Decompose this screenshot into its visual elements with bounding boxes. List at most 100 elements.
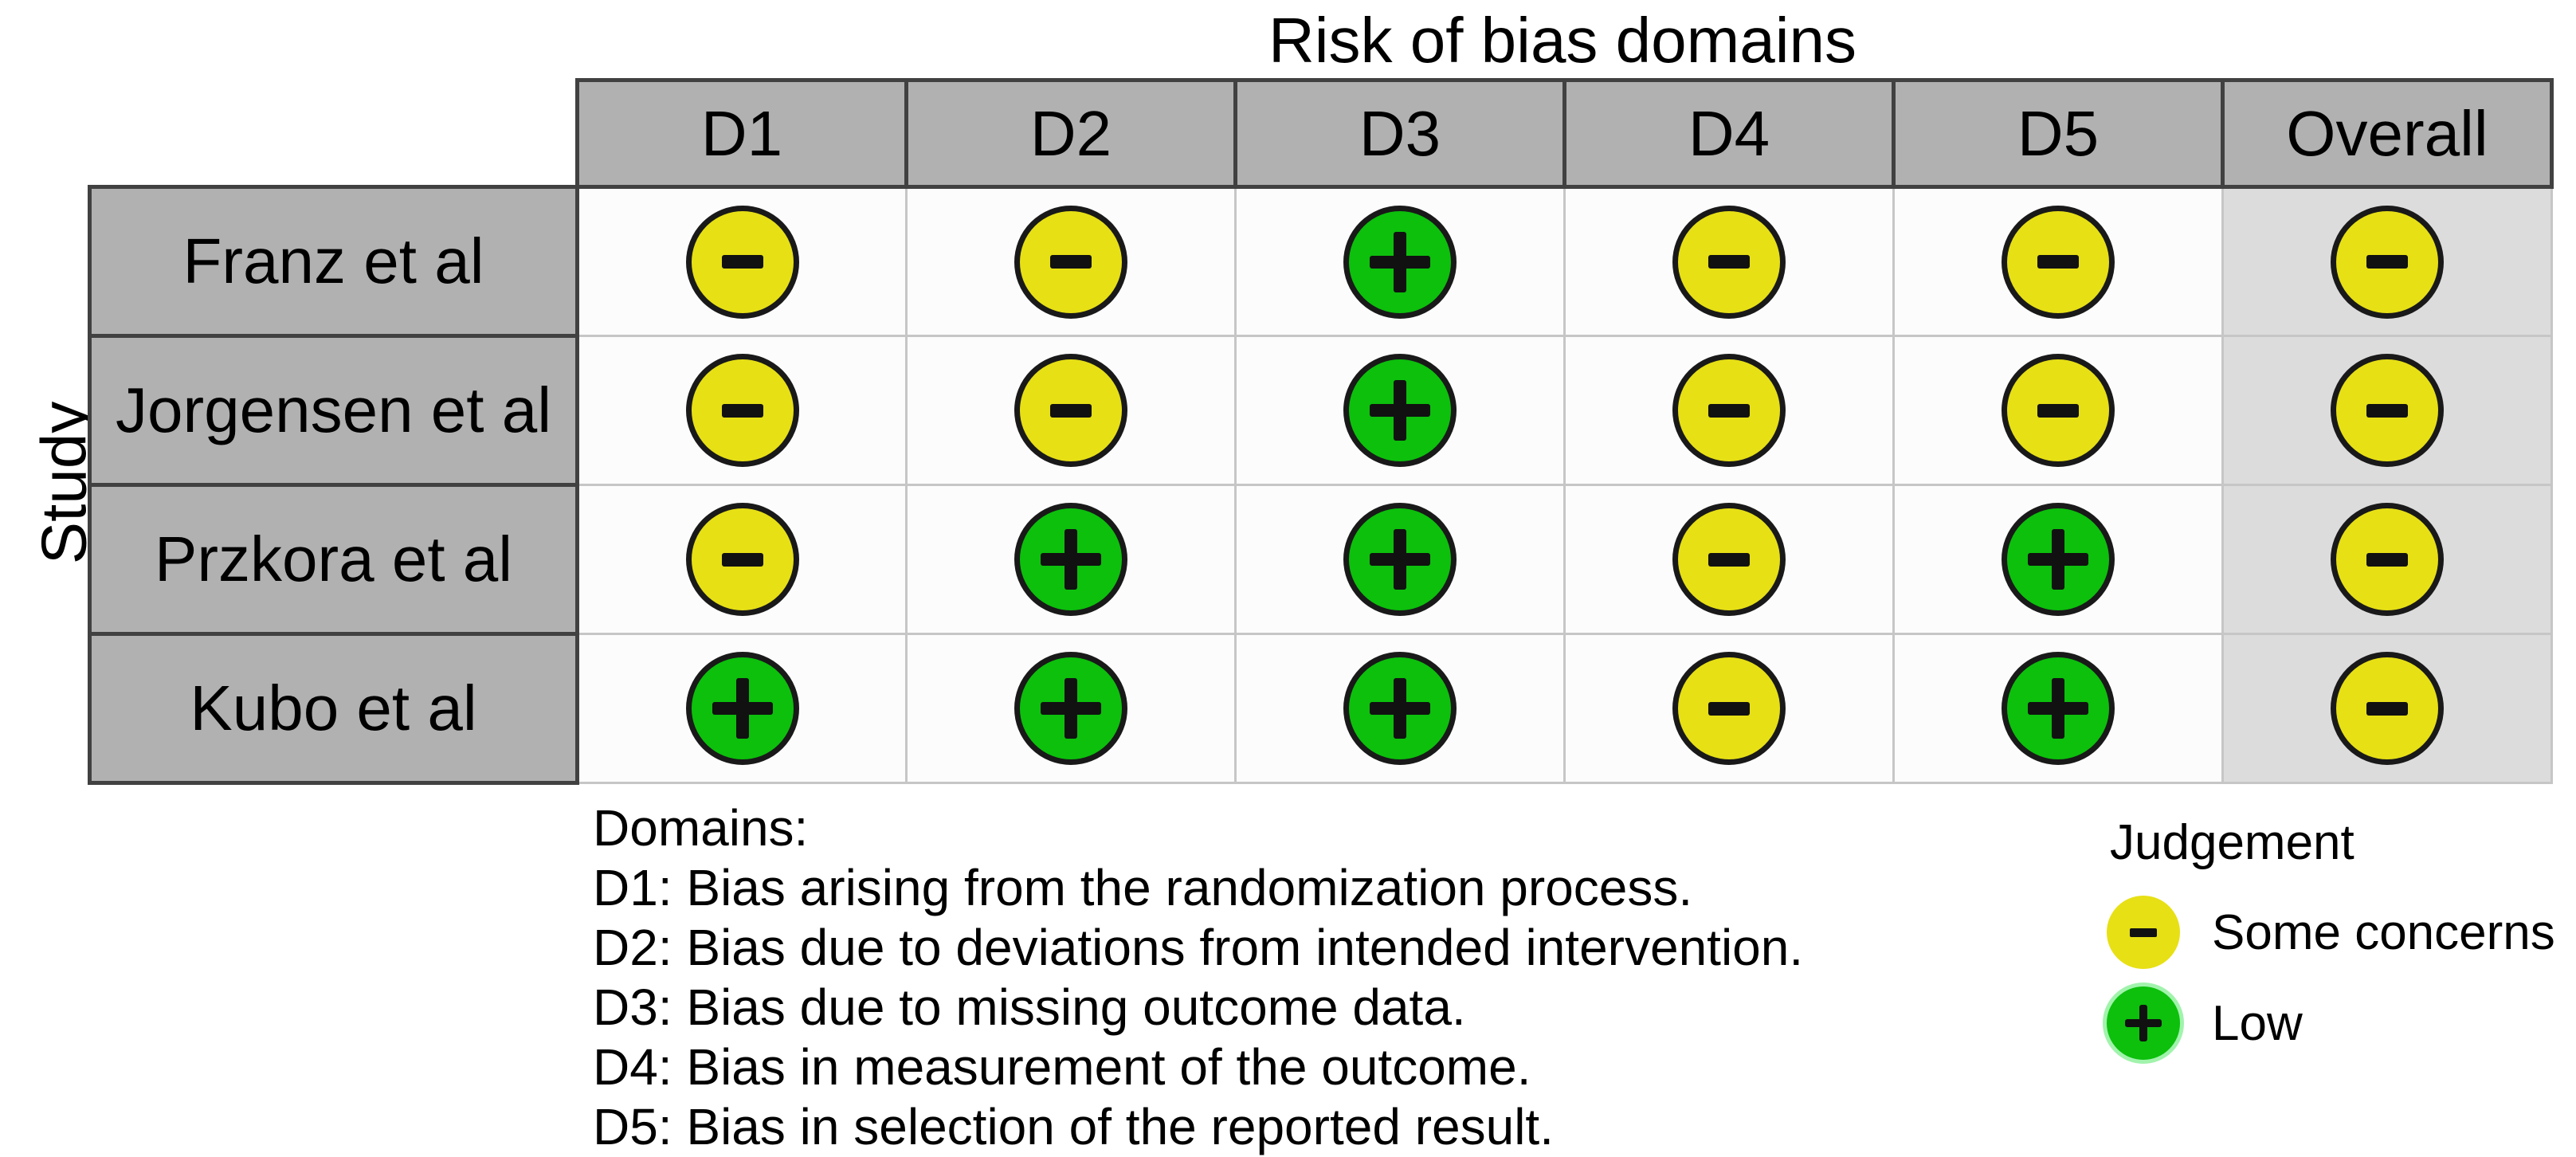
judgement-circle bbox=[2331, 503, 2444, 616]
table-header-row: D1 D2 D3 D4 D5 Overall bbox=[90, 78, 2554, 189]
judgement-legend: Judgement Some concerns Low bbox=[2107, 813, 2555, 1077]
judgement-symbol-icon bbox=[1708, 552, 1750, 567]
footnote-d2: D2: Bias due to deviations from intended… bbox=[593, 919, 1804, 976]
legend-label-some-concerns: Some concerns bbox=[2212, 904, 2555, 960]
judgement-symbol-icon bbox=[1708, 701, 1750, 716]
cell-przkora-d1 bbox=[576, 484, 908, 635]
judgement-circle bbox=[1014, 652, 1127, 765]
judgement-circle bbox=[685, 205, 799, 319]
judgement-circle bbox=[1672, 503, 1786, 616]
judgement-circle bbox=[2331, 652, 2444, 765]
footnote-d3: D3: Bias due to missing outcome data. bbox=[593, 979, 1466, 1036]
judgement-circle bbox=[1672, 652, 1786, 765]
judgement-symbol-icon bbox=[1050, 403, 1092, 418]
judgement-symbol-icon bbox=[1370, 529, 1430, 590]
row-label-kubo: Kubo et al bbox=[88, 632, 579, 785]
judgement-symbol-icon bbox=[1050, 255, 1092, 269]
judgement-circle bbox=[2331, 354, 2444, 467]
judgement-circle bbox=[685, 354, 799, 467]
legend-label-low: Low bbox=[2212, 995, 2303, 1051]
judgement-symbol-icon bbox=[2366, 255, 2408, 269]
cell-jorgensen-d4 bbox=[1563, 335, 1895, 486]
judgement-symbol-icon bbox=[1041, 678, 1101, 739]
table-row: Przkora et al bbox=[88, 483, 2553, 636]
judgement-symbol-icon bbox=[1370, 380, 1430, 441]
risk-of-bias-table: D1 D2 D3 D4 D5 Overall Franz et al bbox=[88, 78, 2554, 785]
judgement-circle bbox=[1343, 354, 1457, 467]
judgement-circle bbox=[2331, 205, 2444, 319]
judgement-symbol-icon bbox=[721, 552, 763, 567]
table-row: Kubo et al bbox=[88, 632, 2553, 785]
cell-kubo-d2 bbox=[905, 633, 1237, 784]
cell-franz-d4 bbox=[1563, 186, 1895, 337]
corner-blank-cell bbox=[90, 80, 578, 187]
cell-franz-d5 bbox=[1892, 186, 2224, 337]
cell-franz-overall bbox=[2221, 186, 2553, 337]
cell-przkora-d5 bbox=[1892, 484, 2224, 635]
cell-kubo-overall bbox=[2221, 633, 2553, 784]
footnotes-heading: Domains: bbox=[593, 799, 809, 857]
cell-kubo-d1 bbox=[576, 633, 908, 784]
cell-kubo-d4 bbox=[1563, 633, 1895, 784]
judgement-symbol-icon bbox=[2028, 678, 2088, 739]
cell-franz-d2 bbox=[905, 186, 1237, 337]
cell-jorgensen-d1 bbox=[576, 335, 908, 486]
row-label-jorgensen: Jorgensen et al bbox=[88, 334, 579, 487]
low-risk-icon bbox=[2107, 986, 2180, 1060]
judgement-circle bbox=[1672, 354, 1786, 467]
judgement-symbol-icon bbox=[1041, 529, 1101, 590]
column-header-d4: D4 bbox=[1562, 78, 1896, 189]
judgement-circle bbox=[1014, 205, 1127, 319]
legend-item-some-concerns: Some concerns bbox=[2107, 896, 2555, 969]
judgement-symbol-icon bbox=[2366, 403, 2408, 418]
judgement-circle bbox=[685, 652, 799, 765]
judgement-symbol-icon bbox=[1708, 403, 1750, 418]
figure-title: Risk of bias domains bbox=[1268, 5, 1857, 76]
judgement-circle bbox=[1014, 503, 1127, 616]
judgement-symbol-icon bbox=[2037, 403, 2079, 418]
cell-kubo-d3 bbox=[1234, 633, 1566, 784]
cell-franz-d1 bbox=[576, 186, 908, 337]
cell-jorgensen-d3 bbox=[1234, 335, 1566, 486]
judgement-symbol-icon bbox=[721, 255, 763, 269]
footnote-d5: D5: Bias in selection of the reported re… bbox=[593, 1098, 1554, 1155]
minus-icon bbox=[2130, 928, 2157, 937]
judgement-symbol-icon bbox=[721, 403, 763, 418]
footnote-d1: D1: Bias arising from the randomization … bbox=[593, 859, 1693, 916]
column-header-d3: D3 bbox=[1233, 78, 1566, 189]
table-row: Franz et al bbox=[88, 185, 2553, 338]
judgement-circle bbox=[2002, 503, 2115, 616]
cell-kubo-d5 bbox=[1892, 633, 2224, 784]
domain-footnotes: Domains: D1: Bias arising from the rando… bbox=[593, 798, 1803, 1157]
judgement-circle bbox=[2002, 652, 2115, 765]
cell-przkora-d4 bbox=[1563, 484, 1895, 635]
column-header-d2: D2 bbox=[904, 78, 1237, 189]
judgement-circle bbox=[1343, 652, 1457, 765]
judgement-circle bbox=[1343, 503, 1457, 616]
cell-jorgensen-d2 bbox=[905, 335, 1237, 486]
judgement-circle bbox=[2002, 205, 2115, 319]
judgement-circle bbox=[1014, 354, 1127, 467]
legend-title: Judgement bbox=[2110, 815, 2354, 870]
judgement-circle bbox=[685, 503, 799, 616]
cell-jorgensen-overall bbox=[2221, 335, 2553, 486]
table-row: Jorgensen et al bbox=[88, 334, 2553, 487]
judgement-symbol-icon bbox=[1370, 231, 1430, 292]
judgement-symbol-icon bbox=[2366, 552, 2408, 567]
cell-przkora-d2 bbox=[905, 484, 1237, 635]
row-label-przkora: Przkora et al bbox=[88, 483, 579, 636]
judgement-symbol-icon bbox=[712, 678, 773, 739]
judgement-circle bbox=[1672, 205, 1786, 319]
judgement-symbol-icon bbox=[2366, 701, 2408, 716]
column-header-overall: Overall bbox=[2221, 78, 2554, 189]
row-label-franz: Franz et al bbox=[88, 185, 579, 338]
judgement-symbol-icon bbox=[2028, 529, 2088, 590]
cell-franz-d3 bbox=[1234, 186, 1566, 337]
judgement-symbol-icon bbox=[1708, 255, 1750, 269]
footnote-d4: D4: Bias in measurement of the outcome. bbox=[593, 1038, 1531, 1096]
some-concerns-icon bbox=[2107, 896, 2180, 969]
column-header-d1: D1 bbox=[575, 78, 908, 189]
judgement-symbol-icon bbox=[1370, 678, 1430, 739]
legend-item-low: Low bbox=[2107, 986, 2555, 1060]
